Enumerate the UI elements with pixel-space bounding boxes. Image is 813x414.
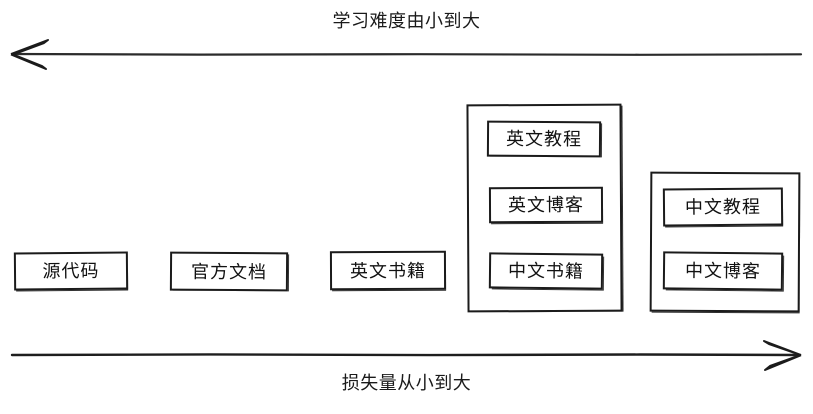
node-chinese-tutorial[interactable]: 中文教程	[662, 187, 784, 227]
node-english-blog[interactable]: 英文博客	[488, 186, 604, 224]
bottom-axis-label: 损失量从小到大	[341, 373, 472, 393]
node-official-docs[interactable]: 官方文档	[169, 251, 289, 292]
node-english-tutorial[interactable]: 英文教程	[486, 120, 602, 158]
top-axis-label: 学习难度由小到大	[332, 11, 481, 31]
arrow-right-icon	[10, 340, 802, 371]
arrow-left-icon	[10, 39, 803, 70]
node-source-code[interactable]: 源代码	[13, 251, 129, 291]
node-english-books[interactable]: 英文书籍	[329, 250, 447, 291]
node-chinese-books[interactable]: 中文书籍	[488, 252, 604, 290]
node-chinese-blog[interactable]: 中文博客	[662, 251, 784, 291]
